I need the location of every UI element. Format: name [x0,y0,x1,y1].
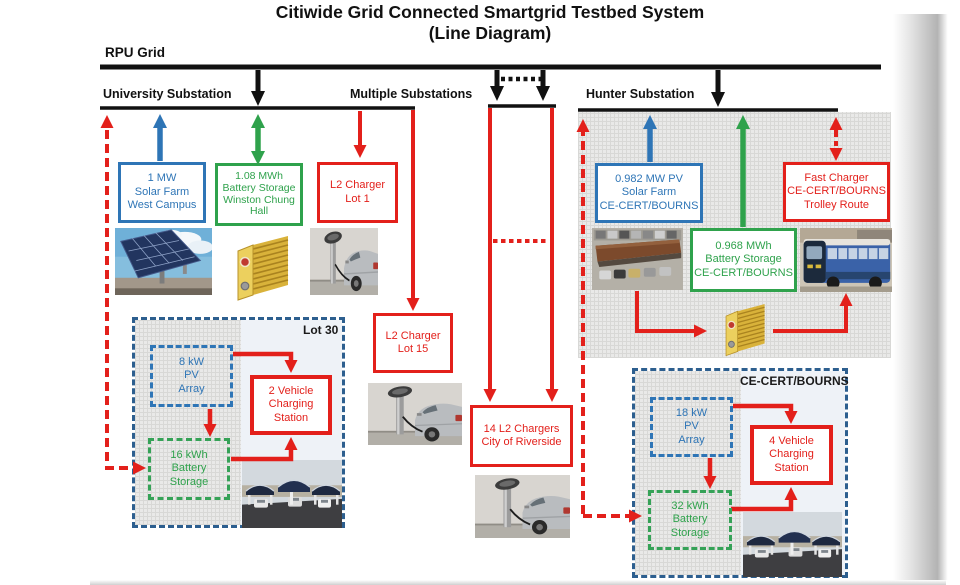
cecert-hatch-pane [635,371,741,575]
page-title-line2: (Line Diagram) [428,23,552,43]
university-substation-label: University Substation [103,87,232,101]
hunter-arrows [576,115,853,523]
battery-to-trolley-arrow [773,293,853,333]
substation-bus-bars [100,104,838,112]
riverside-feed-lines [483,108,559,402]
grid-feed-arrows [251,70,725,107]
lot30-dashed-feed [100,115,146,475]
rpu-grid-label: RPU Grid [105,45,166,60]
page-title-line1: Citiwide Grid Connected Smartgrid Testbe… [275,2,705,22]
carport-to-battery-arrow [635,291,707,338]
cecert-label: CE-CERT/BOURNS [740,374,849,388]
lot30-internal-arrows [203,351,298,462]
cecert-internal-arrows [703,403,798,512]
multiple-substations-label: Multiple Substations [350,87,473,101]
hunter-substation-label: Hunter Substation [586,87,695,101]
university-arrows [153,110,420,311]
lot30-label: Lot 30 [303,323,339,337]
lot30-hatch-pane [135,320,241,525]
